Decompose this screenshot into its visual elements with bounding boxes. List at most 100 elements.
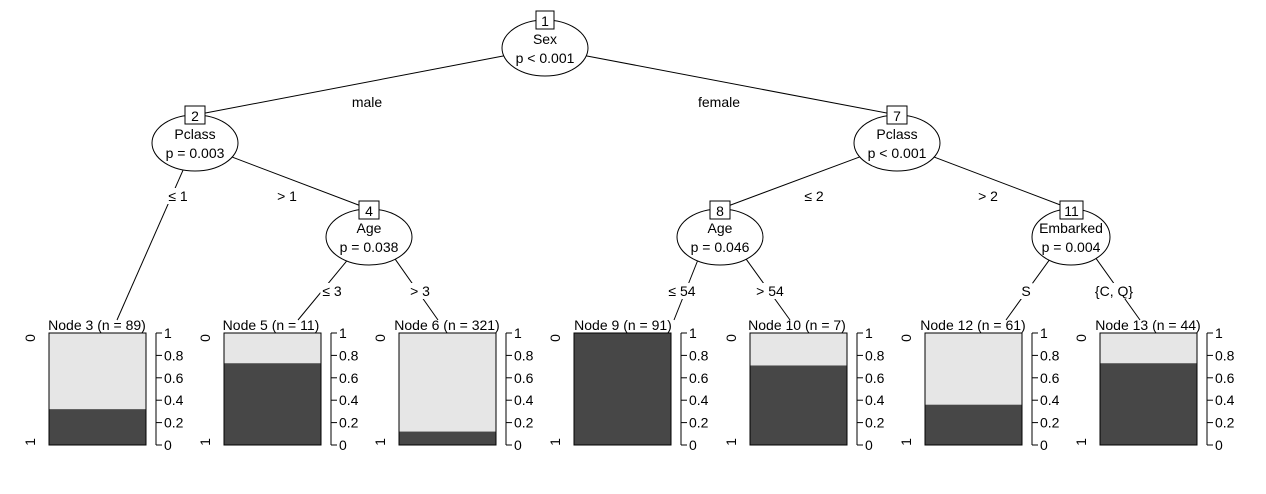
bar-frame [749, 332, 848, 446]
bar-class-0 [49, 333, 146, 410]
bar-class-1 [1100, 363, 1197, 445]
edge-label-bg-8-10 [754, 283, 787, 299]
node-pvalue: p < 0.001 [516, 50, 575, 66]
bar-frame [223, 332, 322, 446]
class-label-bottom: 1 [197, 438, 213, 446]
edge-label-2-3: ≤ 1 [168, 188, 188, 204]
class-label-top: 0 [1073, 334, 1089, 342]
axis-tick-label: 0 [1215, 437, 1223, 453]
class-label-bottom: 1 [1073, 438, 1089, 446]
axis-tick-label: 0.8 [865, 347, 885, 363]
edge-label-bg-11-12 [1019, 283, 1033, 299]
edge-label-bg-1-2 [349, 94, 385, 110]
axis-tick-label: 0.8 [164, 347, 184, 363]
class-label-top: 0 [547, 334, 563, 342]
class-label-top: 0 [372, 334, 388, 342]
axis-tick-label: 0.4 [1215, 392, 1235, 408]
terminal-title: Node 3 (n = 89) [48, 317, 146, 333]
axis-tick-label: 0.4 [865, 392, 885, 408]
bar-class-0 [399, 333, 496, 432]
axis-tick-label: 0.8 [514, 347, 534, 363]
node-pvalue: p = 0.038 [340, 239, 399, 255]
node-variable: Pclass [174, 126, 215, 142]
axis-tick-label: 1 [689, 325, 697, 341]
node-id: 1 [541, 13, 549, 29]
axis-tick-label: 0.8 [1215, 347, 1235, 363]
terminal-title: Node 9 (n = 91) [574, 317, 672, 333]
edge-label-11-12: S [1021, 283, 1030, 299]
class-label-top: 0 [22, 334, 38, 342]
axis-tick-label: 0.2 [1040, 415, 1060, 431]
axis-tick-label: 0.8 [339, 347, 359, 363]
node-id-box [358, 200, 380, 220]
bar-frame [1099, 332, 1198, 446]
edge-label-1-7: female [698, 94, 740, 110]
terminal-title: Node 6 (n = 321) [394, 317, 499, 333]
bar-class-1 [925, 404, 1022, 445]
node-variable: Embarked [1039, 220, 1103, 236]
bar-class-0 [224, 333, 321, 364]
axis-tick-label: 0.6 [1040, 370, 1060, 386]
axis-tick-label: 0.8 [689, 347, 709, 363]
bar-class-0 [925, 333, 1022, 405]
bar-frame [924, 332, 1023, 446]
axis-tick-label: 0.6 [339, 370, 359, 386]
axis-tick-label: 0.6 [689, 370, 709, 386]
axis-tick-label: 0.2 [339, 415, 359, 431]
axis-tick-label: 0 [1040, 437, 1048, 453]
class-label-top: 0 [898, 334, 914, 342]
axis-tick-label: 0.2 [514, 415, 534, 431]
bar-class-1 [49, 409, 146, 445]
edge-label-4-5: ≤ 3 [322, 283, 342, 299]
class-label-top: 0 [723, 334, 739, 342]
bar-frame [573, 332, 672, 446]
axis-tick-label: 0.6 [164, 370, 184, 386]
node-pvalue: p = 0.046 [691, 239, 750, 255]
axis-tick-label: 1 [1215, 325, 1223, 341]
class-label-bottom: 1 [898, 438, 914, 446]
edge-label-11-13: {C, Q} [1095, 283, 1133, 299]
axis-tick-label: 1 [1040, 325, 1048, 341]
axis-tick-label: 0 [514, 437, 522, 453]
terminal-title: Node 12 (n = 61) [920, 317, 1025, 333]
bar-class-1 [399, 431, 496, 445]
node-id: 11 [1064, 203, 1079, 219]
node-pvalue: p < 0.001 [868, 145, 927, 161]
terminal-title: Node 10 (n = 7) [748, 317, 846, 333]
axis-tick-label: 0.2 [689, 415, 709, 431]
axis-tick-label: 1 [865, 325, 873, 341]
edge-label-bg-2-4 [275, 188, 300, 204]
edge-label-bg-7-11 [976, 188, 1001, 204]
edge-label-bg-11-13 [1092, 283, 1136, 299]
axis-tick-label: 0.4 [1040, 392, 1060, 408]
node-id-box [1059, 200, 1084, 220]
axis-tick-label: 0.2 [164, 415, 184, 431]
class-label-bottom: 1 [372, 438, 388, 446]
axis-tick-label: 1 [514, 325, 522, 341]
edge-1-7 [586, 55, 898, 116]
node-pvalue: p = 0.004 [1042, 239, 1101, 255]
axis-tick-label: 0.2 [1215, 415, 1235, 431]
edge-label-8-10: > 54 [756, 283, 784, 299]
edge-7-11 [933, 156, 1072, 210]
axis-tick-label: 0 [865, 437, 873, 453]
node-variable: Age [708, 220, 733, 236]
axis-tick-label: 0 [164, 437, 172, 453]
edge-label-bg-4-6 [408, 283, 433, 299]
node-id-box [184, 105, 206, 125]
edge-1-2 [194, 55, 504, 116]
bar-class-1 [574, 333, 671, 445]
node-variable: Sex [533, 31, 557, 47]
node-id: 8 [716, 203, 724, 219]
bar-frame [48, 332, 147, 446]
